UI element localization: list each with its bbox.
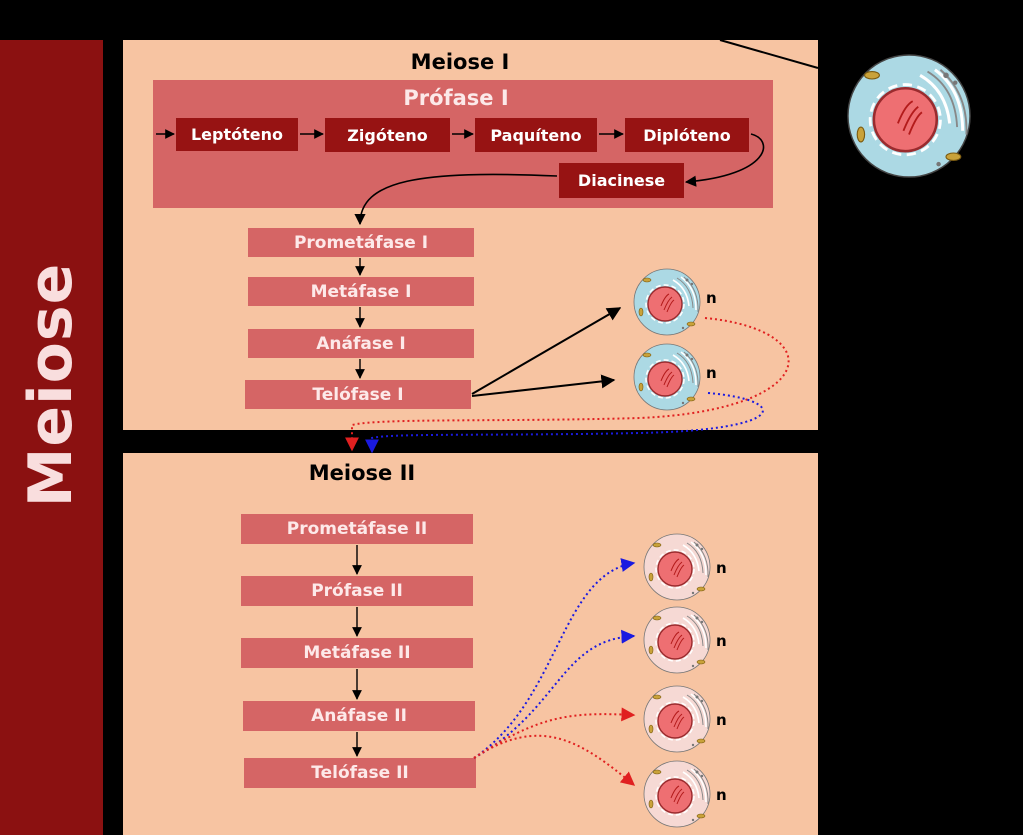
arrow-diploteno-diacinese — [684, 133, 765, 187]
cell-m2-3 — [643, 685, 711, 753]
arrow-telofase1-cell1 — [471, 307, 622, 395]
cell-m2-4 — [643, 760, 711, 828]
cell-m2-2 — [643, 606, 711, 674]
dotted-blue-cell-a — [473, 558, 636, 759]
cell-m2-1 — [643, 533, 711, 601]
stage-profase-2: Prófase II — [241, 576, 473, 606]
cell-label-m2-2: n — [716, 632, 727, 650]
meiose-sidebar — [0, 40, 103, 835]
stage-prometafase-2: Prometáfase II — [241, 514, 473, 544]
stage-metafase-1: Metáfase I — [248, 277, 474, 306]
cell-label-m1-1: n — [706, 289, 717, 307]
stage-telofase-1: Telófase I — [245, 380, 471, 409]
substage-zigoteno: Zigóteno — [325, 118, 450, 152]
stage-prometafase-1: Prometáfase I — [248, 228, 474, 257]
substage-paquiteno: Paquíteno — [475, 118, 597, 152]
dotted-red-to-m2 — [345, 317, 790, 452]
stage-anafase-2: Anáfase II — [243, 701, 475, 731]
cell-m1-2 — [633, 343, 701, 411]
parent-cell — [847, 54, 971, 178]
meiosis-1-title: Meiose I — [410, 50, 510, 74]
dotted-blue-cell-b — [473, 629, 636, 759]
meiosis-2-title: Meiose II — [308, 461, 416, 485]
cell-label-m2-4: n — [716, 786, 727, 804]
stage-telofase-2: Telófase II — [244, 758, 476, 788]
stage-anafase-1: Anáfase I — [248, 329, 474, 358]
arrow-diacinese-prometafase — [354, 173, 558, 226]
prophase-1-title: Prófase I — [403, 86, 509, 110]
dotted-red-cell-d — [473, 734, 636, 786]
cell-m1-1 — [633, 268, 701, 336]
dotted-blue-to-m2 — [365, 392, 764, 454]
stage-metafase-2: Metáfase II — [241, 638, 473, 668]
dotted-red-cell-c — [473, 707, 636, 759]
cell-label-m1-2: n — [706, 364, 717, 382]
pointer-line — [719, 39, 819, 69]
substage-diploteno: Diplóteno — [625, 118, 749, 152]
substage-leptoteno: Leptóteno — [176, 118, 298, 151]
arrow-telofase1-cell2 — [471, 374, 616, 397]
cell-label-m2-1: n — [716, 559, 727, 577]
cell-label-m2-3: n — [716, 711, 727, 729]
substage-diacinese: Diacinese — [559, 163, 684, 198]
